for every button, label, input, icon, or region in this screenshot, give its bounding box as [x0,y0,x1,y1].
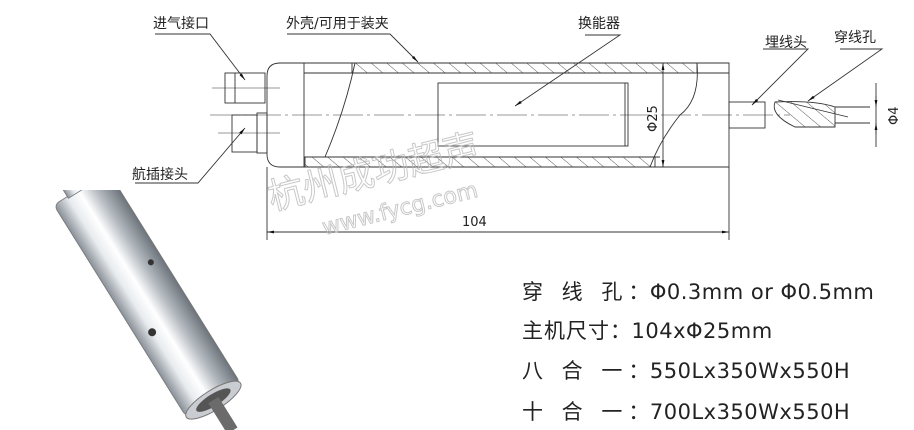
label-housing: 外壳/可用于装夹 [286,15,389,32]
housing-hatch-top [351,62,698,74]
transducer [437,82,629,147]
spec-threading-hole: 穿 线 孔：Φ0.3mm or Φ0.5mm [522,280,875,304]
product-photo [55,190,242,430]
label-wire-end: 埋线头 [765,35,807,51]
threading-tip [773,101,836,128]
aviation-plug-connector [231,114,258,153]
spec-eight-in-one: 八 合 一：550Lx350Wx550H [522,359,851,383]
dim-tip-diameter: Φ4 [887,106,902,125]
technical-drawing: 进气接口 外壳/可用于装夹 换能器 埋线头 穿线孔 航插接头 104 Φ25 Φ… [132,15,902,241]
label-transducer: 换能器 [578,15,620,32]
spec-ten-in-one: 十 合 一：700Lx350Wx550H [522,400,851,424]
housing-outline [266,62,730,168]
dim-length: 104 [462,215,487,230]
wire-end [728,101,766,129]
spec-host-size: 主机尺寸：104xΦ25mm [522,319,773,343]
label-aviation-plug: 航插接头 [132,166,188,183]
label-air-inlet: 进气接口 [153,15,209,32]
label-threading-hole: 穿线孔 [834,30,876,46]
dim-body-diameter: Φ25 [646,105,661,132]
